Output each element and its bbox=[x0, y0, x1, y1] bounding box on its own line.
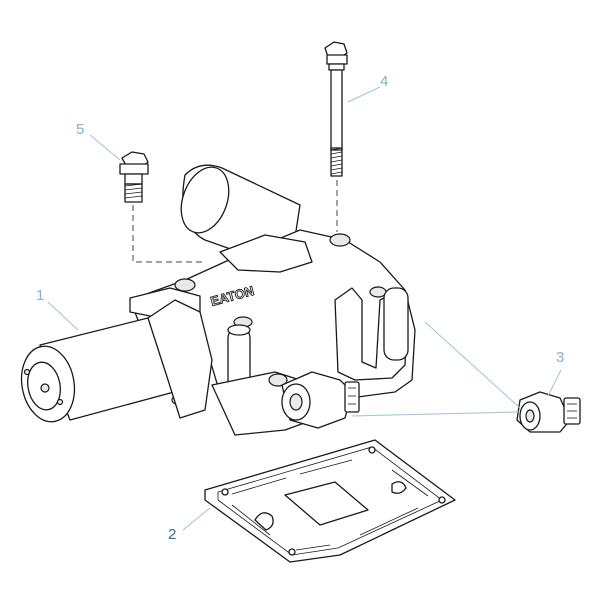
position-sensor-installed bbox=[281, 371, 360, 429]
callout-5[interactable]: 5 bbox=[76, 121, 84, 138]
bolt-part-4[interactable] bbox=[324, 41, 348, 177]
callout-3[interactable]: 3 bbox=[556, 349, 564, 366]
position-sensor-part-3[interactable] bbox=[516, 391, 581, 433]
leader-3 bbox=[547, 369, 562, 397]
leader-3-lower bbox=[351, 411, 521, 417]
leader-4 bbox=[347, 86, 381, 103]
bolt-5-alignment-line bbox=[132, 205, 205, 263]
callout-4[interactable]: 4 bbox=[380, 73, 388, 90]
callout-2[interactable]: 2 bbox=[168, 526, 176, 543]
leader-1 bbox=[47, 301, 79, 331]
leader-5 bbox=[89, 134, 121, 161]
bolt-part-5[interactable] bbox=[119, 151, 149, 203]
leader-3-upper bbox=[424, 321, 521, 409]
leader-2 bbox=[182, 507, 211, 531]
gasket-part-2[interactable] bbox=[204, 439, 456, 563]
actuator-assembly-part-1[interactable]: EATON bbox=[16, 161, 416, 436]
callout-1[interactable]: 1 bbox=[36, 287, 44, 304]
